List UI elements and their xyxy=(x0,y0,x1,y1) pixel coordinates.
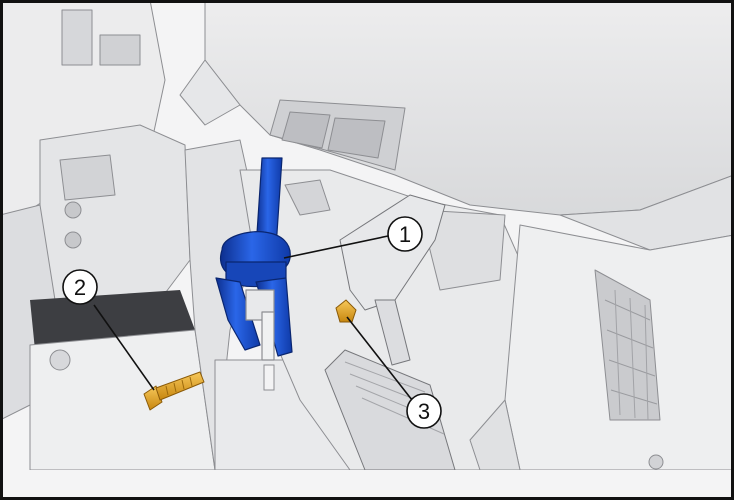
callout-circle xyxy=(406,393,442,429)
yellow-bolt xyxy=(143,371,205,411)
callout-circle xyxy=(387,216,423,252)
blue-shaft-assembly xyxy=(215,157,293,361)
callout-1: 1 xyxy=(387,216,423,252)
leader-lines xyxy=(93,235,413,401)
callout-2: 2 xyxy=(62,269,98,305)
callout-number-2: 2 xyxy=(74,275,86,300)
dashboard-upper xyxy=(179,0,734,251)
left-pillar xyxy=(0,0,191,421)
yellow-nut xyxy=(335,299,357,323)
callout-number-3: 3 xyxy=(418,399,430,424)
air-vent xyxy=(594,269,661,421)
callout-number-1: 1 xyxy=(399,222,411,247)
leader-line-3 xyxy=(346,316,413,401)
floor-strip xyxy=(0,470,734,500)
callout-3: 3 xyxy=(406,393,442,429)
leader-line-2 xyxy=(93,304,155,391)
shaft-stub xyxy=(263,364,275,391)
callout-circle xyxy=(62,269,98,305)
leader-line-1 xyxy=(283,235,389,259)
